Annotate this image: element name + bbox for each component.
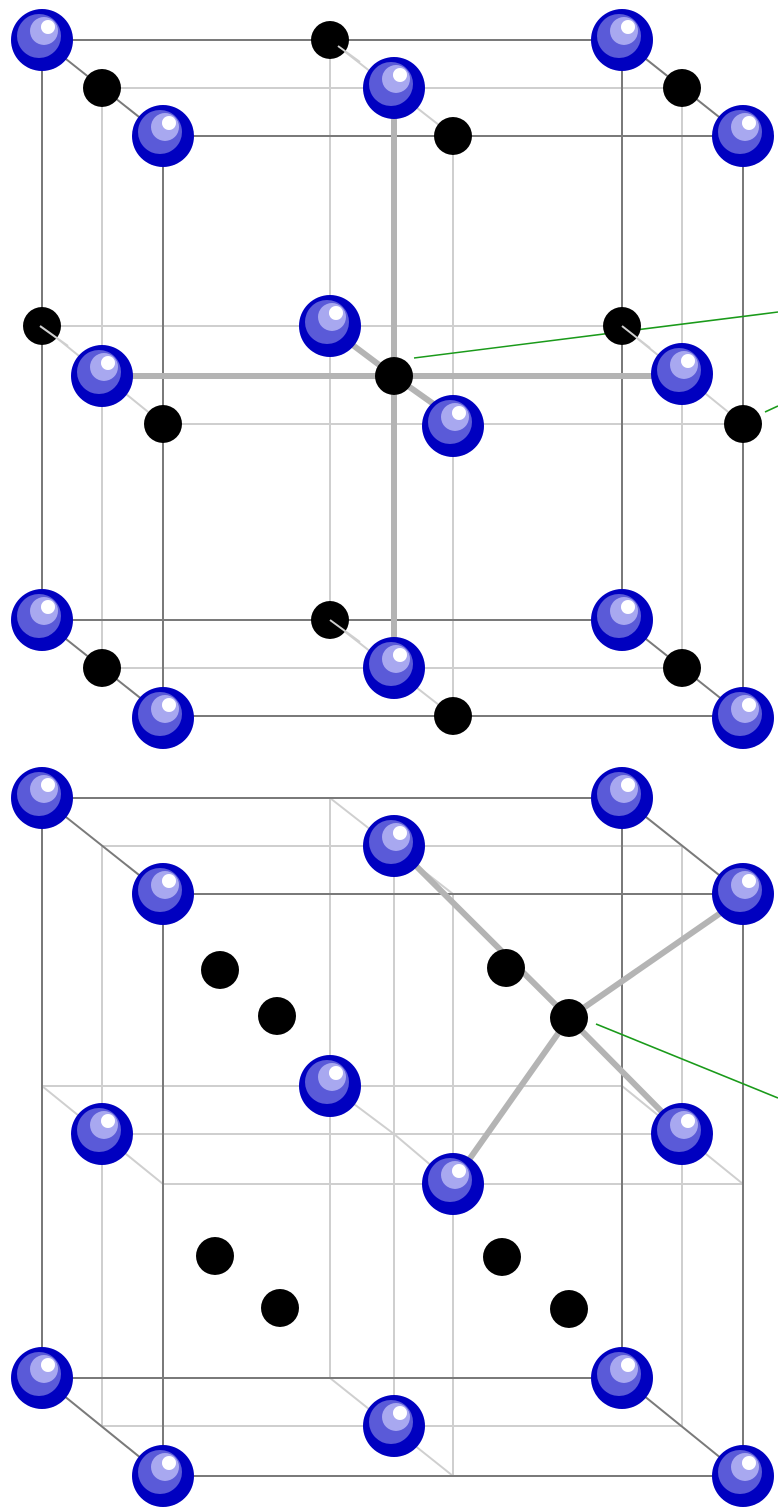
lattice-atom [299, 1055, 361, 1117]
interstitial-site [487, 949, 525, 987]
interstitial-site [724, 405, 762, 443]
interstitial-site [83, 649, 121, 687]
lattice-atom [363, 1395, 425, 1457]
lattice-atom [591, 9, 653, 71]
interstitial-sites [196, 949, 588, 1328]
lattice-atom [712, 863, 774, 925]
lattice-atom [591, 1347, 653, 1409]
lattice-atom [132, 863, 194, 925]
octahedral-site-panel [11, 9, 778, 749]
interstitial-site [311, 21, 349, 59]
lattice-atom [132, 105, 194, 167]
interstitial-site [663, 649, 701, 687]
interstitial-site [434, 117, 472, 155]
interstitial-site [663, 69, 701, 107]
lattice-atom [363, 815, 425, 877]
interstitial-site [201, 951, 239, 989]
interstitial-site-highlighted [550, 999, 588, 1037]
lattice-atom [11, 1347, 73, 1409]
lattice-atom [591, 589, 653, 651]
interstitial-site [23, 307, 61, 345]
lattice-atom [363, 637, 425, 699]
lattice-atom [651, 1103, 713, 1165]
interstitial-site [258, 997, 296, 1035]
tetrahedral-site-panel [11, 767, 778, 1507]
interstitial-site [144, 405, 182, 443]
interstitial-site [550, 1290, 588, 1328]
lattice-atom [712, 1445, 774, 1507]
lattice-atom [11, 9, 73, 71]
lattice-atom [299, 295, 361, 357]
lattice-atom [132, 687, 194, 749]
lattice-atoms [11, 767, 774, 1507]
interstitial-site [196, 1237, 234, 1275]
interstitial-site-highlighted [375, 357, 413, 395]
lattice-atom [422, 395, 484, 457]
lattice-atom [651, 343, 713, 405]
lattice-atom [71, 345, 133, 407]
lattice-atom [71, 1103, 133, 1165]
lattice-atom [363, 57, 425, 119]
lattice-atom [132, 1445, 194, 1507]
interstitial-site [483, 1238, 521, 1276]
lattice-atom [712, 687, 774, 749]
lattice-atom [422, 1153, 484, 1215]
interstitial-site [434, 697, 472, 735]
interstitial-site [261, 1289, 299, 1327]
lattice-atom [591, 767, 653, 829]
interstitial-site [83, 69, 121, 107]
lattice-atom [712, 105, 774, 167]
lattice-atom [11, 589, 73, 651]
lattice-atom [11, 767, 73, 829]
